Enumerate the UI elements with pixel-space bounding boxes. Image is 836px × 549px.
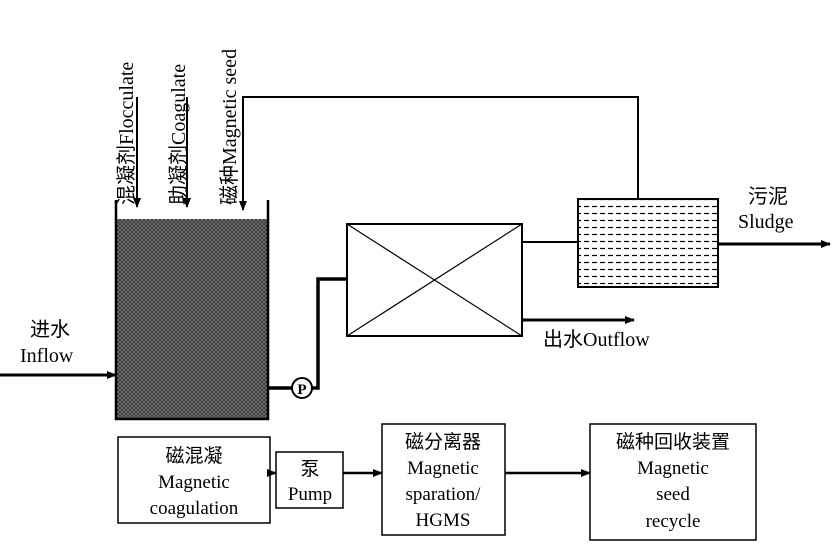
step-label: HGMS — [416, 510, 471, 531]
outflow-label: 出水Outflow — [543, 328, 650, 351]
step-label: Pump — [288, 484, 332, 505]
step-label: 磁种回收装置 — [616, 431, 730, 453]
step-label: Magnetic — [637, 458, 709, 479]
sludge-en-label: Sludge — [738, 211, 794, 233]
step-label: 磁混凝 — [165, 445, 222, 467]
step-label: coagulation — [150, 498, 239, 519]
inflow-cn-label: 进水 — [30, 318, 70, 341]
coagulation-tank-walls — [114, 200, 270, 421]
step-label: 磁分离器 — [405, 431, 481, 453]
pump-symbol: P — [297, 382, 306, 398]
pump-pipe — [268, 277, 347, 390]
pump-icon — [291, 377, 313, 399]
inflow-en-label: Inflow — [20, 345, 74, 367]
flow-step-pump: 泵 Pump — [275, 451, 344, 509]
flow-step-seed-recycle: 磁种回收装置 Magnetic seed recycle — [589, 423, 757, 541]
seed-recovery-unit — [577, 198, 719, 288]
coagulant-label: 助凝剂Coagulate — [167, 64, 190, 205]
coagulation-tank-contents — [116, 219, 268, 418]
flow-step-magnetic-separation: 磁分离器 Magnetic sparation/ HGMS — [381, 423, 506, 536]
sludge-cn-label: 污泥 — [748, 185, 788, 208]
step-label: seed — [656, 484, 690, 505]
step-label: Magnetic — [407, 458, 479, 479]
flocculant-label: 混凝剂Flocculate — [115, 62, 138, 205]
separator-cross — [346, 223, 523, 337]
step-label: Magnetic — [158, 472, 230, 493]
magnetic-seed-label: 磁种Magnetic seed — [218, 49, 241, 205]
seed-recycle-line — [239, 96, 639, 211]
flow-step-magnetic-coagulation: 磁混凝 Magnetic coagulation — [117, 436, 271, 524]
step-label: recycle — [646, 511, 701, 532]
step-label: sparation/ — [406, 484, 482, 505]
step-label: 泵 — [300, 459, 319, 480]
